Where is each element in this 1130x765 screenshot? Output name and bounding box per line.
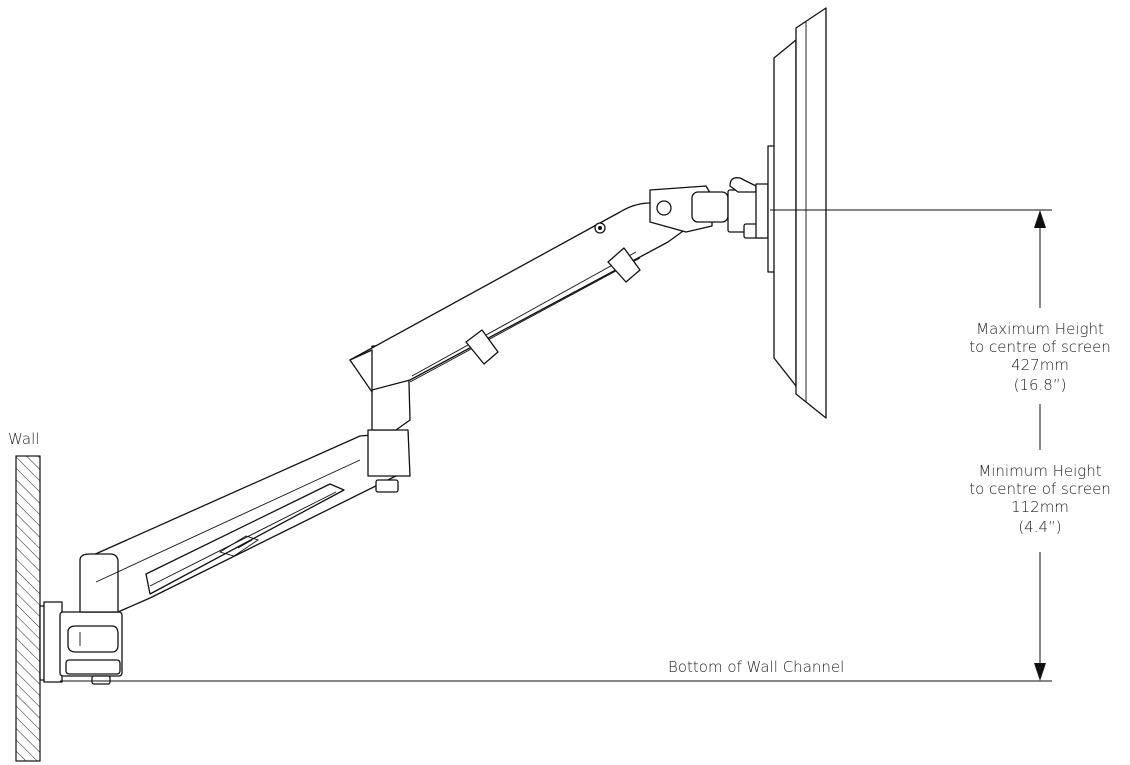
- minimum-height-label: Minimum Height to centre of screen 112mm…: [969, 462, 1111, 536]
- svg-text:427mm: 427mm: [1011, 356, 1069, 374]
- maximum-height-label: Maximum Height to centre of screen 427mm…: [969, 320, 1111, 394]
- tilt-head: [649, 177, 769, 239]
- wall-channel: [39, 601, 63, 683]
- svg-text:to centre of screen: to centre of screen: [969, 480, 1111, 498]
- bottom-of-wall-channel-label: Bottom of Wall Channel: [668, 658, 844, 676]
- upper-arm: [349, 202, 691, 393]
- monitor: [767, 7, 827, 419]
- svg-text:112mm: 112mm: [1011, 498, 1069, 516]
- svg-text:to centre of screen: to centre of screen: [969, 338, 1111, 356]
- svg-text:Minimum Height: Minimum Height: [978, 462, 1101, 480]
- svg-text:Maximum Height: Maximum Height: [976, 320, 1104, 338]
- wall: [15, 455, 41, 762]
- svg-text:(16.8”): (16.8”): [1014, 376, 1067, 394]
- svg-text:(4.4”): (4.4”): [1018, 518, 1061, 536]
- lower-arm: [79, 431, 409, 613]
- height-dimension-arrow: [1034, 210, 1046, 681]
- wall-bracket: [59, 611, 123, 685]
- wall-label: Wall: [8, 430, 39, 448]
